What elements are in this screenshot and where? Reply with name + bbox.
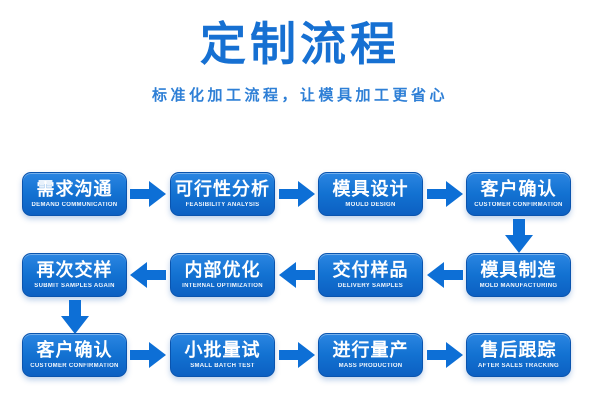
flow-step-after-sales-tracking: 售后跟踪 AFTER SALES TRACKING	[466, 333, 571, 377]
flow-step-title: 内部优化	[184, 260, 261, 280]
page-subtitle: 标准化加工流程，让模具加工更省心	[151, 87, 448, 104]
page-title: 定制流程	[200, 18, 400, 70]
flow-step-title: 交付样品	[332, 260, 409, 280]
arrow-right-icon	[427, 181, 463, 207]
flow-step-subtitle: MOULD DESIGN	[345, 202, 396, 208]
flow-step-subtitle: DEMAND COMMUNICATION	[31, 202, 118, 208]
flow-step-subtitle: CUSTOMER CONFIRMATION	[30, 363, 119, 369]
flow-step-demand-communication: 需求沟通 DEMAND COMMUNICATION	[22, 172, 127, 216]
flow-step-title: 模具制造	[480, 260, 557, 280]
flow-step-title: 小批量试	[184, 340, 261, 360]
flow-step-internal-optimization: 内部优化 INTERNAL OPTIMIZATION	[170, 253, 275, 297]
flow-step-mold-manufacturing: 模具制造 MOLD MANUFACTURING	[466, 253, 571, 297]
flow-step-title: 进行量产	[332, 340, 409, 360]
flow-step-subtitle: FEASIBILITY ANALYSIS	[185, 202, 260, 208]
flow-step-subtitle: MOLD MANUFACTURING	[479, 283, 558, 289]
flow-step-mould-design: 模具设计 MOULD DESIGN	[318, 172, 423, 216]
arrow-left-icon	[427, 262, 463, 288]
flow-step-feasibility-analysis: 可行性分析 FEASIBILITY ANALYSIS	[170, 172, 275, 216]
arrow-right-icon	[130, 181, 166, 207]
arrow-left-icon	[130, 262, 166, 288]
flow-step-mass-production: 进行量产 MASS PRODUCTION	[318, 333, 423, 377]
flow-step-subtitle: AFTER SALES TRACKING	[478, 363, 559, 369]
flow-step-subtitle: SMALL BATCH TEST	[190, 363, 255, 369]
arrow-right-icon	[427, 342, 463, 368]
flow-step-title: 售后跟踪	[480, 340, 557, 360]
flow-step-title: 客户确认	[36, 340, 113, 360]
flow-step-small-batch-test: 小批量试 SMALL BATCH TEST	[170, 333, 275, 377]
arrow-down-icon	[505, 219, 533, 253]
arrow-right-icon	[130, 342, 166, 368]
flow-step-title: 可行性分析	[175, 179, 270, 199]
flow-step-customer-confirmation-2: 客户确认 CUSTOMER CONFIRMATION	[22, 333, 127, 377]
arrow-right-icon	[279, 342, 315, 368]
flow-step-title: 需求沟通	[36, 179, 113, 199]
flow-step-subtitle: MASS PRODUCTION	[338, 363, 403, 369]
arrow-left-icon	[279, 262, 315, 288]
flow-step-subtitle: DELIVERY SAMPLES	[337, 283, 404, 289]
flow-step-subtitle: INTERNAL OPTIMIZATION	[182, 283, 263, 289]
flow-step-title: 再次交样	[36, 260, 113, 280]
arrow-right-icon	[279, 181, 315, 207]
flow-step-customer-confirmation: 客户确认 CUSTOMER CONFIRMATION	[466, 172, 571, 216]
flow-step-title: 模具设计	[332, 179, 409, 199]
flow-step-submit-samples-again: 再次交样 SUBMIT SAMPLES AGAIN	[22, 253, 127, 297]
flow-step-subtitle: SUBMIT SAMPLES AGAIN	[34, 283, 115, 289]
flow-step-subtitle: CUSTOMER CONFIRMATION	[474, 202, 563, 208]
arrow-down-icon	[61, 300, 89, 334]
flow-step-title: 客户确认	[480, 179, 557, 199]
flow-step-delivery-samples: 交付样品 DELIVERY SAMPLES	[318, 253, 423, 297]
